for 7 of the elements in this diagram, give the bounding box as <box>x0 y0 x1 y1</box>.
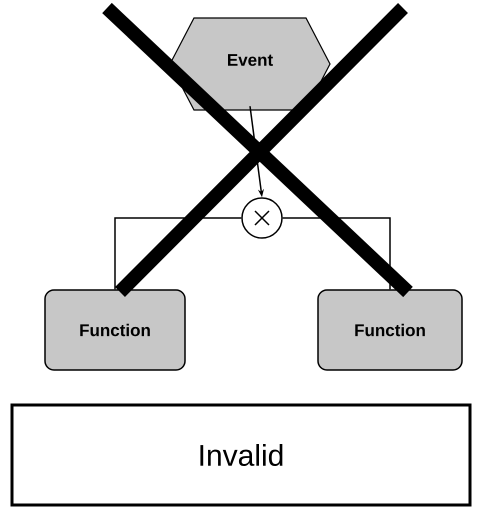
function-box: Function <box>317 289 463 371</box>
xor-connector <box>241 197 283 239</box>
function-box: Function <box>44 289 186 371</box>
connector <box>282 217 391 290</box>
invalid-box: Invalid <box>10 404 472 506</box>
event-hexagon: Event <box>169 17 331 111</box>
connector <box>114 217 242 290</box>
